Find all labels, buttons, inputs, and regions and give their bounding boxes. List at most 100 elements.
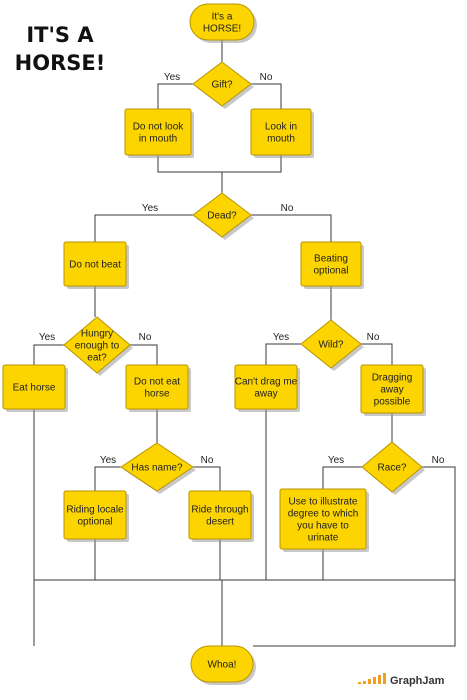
connector-line xyxy=(130,344,158,365)
graphjam-logo-text: GraphJam xyxy=(390,675,445,687)
title-line-1: IT'S A xyxy=(26,23,94,47)
node-label: Do not beat xyxy=(69,260,121,271)
branch-label-dead-no: No xyxy=(281,203,294,214)
node-label: Dead? xyxy=(207,211,237,222)
node-label: Hungry xyxy=(81,329,113,340)
node-label: mouth xyxy=(267,134,295,145)
branch-label-wild-yes: Yes xyxy=(273,332,289,343)
process-box xyxy=(250,108,312,156)
process-box xyxy=(234,364,298,410)
node-label: Eat horse xyxy=(13,383,56,394)
node-race: Race? xyxy=(361,441,425,495)
node-dead: Dead? xyxy=(192,192,254,240)
terminal-box xyxy=(190,645,254,683)
process-box xyxy=(300,241,362,287)
branch-label-hungry-yes: Yes xyxy=(39,332,55,343)
node-label: Race? xyxy=(378,463,407,474)
node-label: away xyxy=(254,389,277,400)
title-line-2: HORSE! xyxy=(15,51,106,75)
watermark-bar xyxy=(373,677,376,684)
connector-line xyxy=(422,466,456,580)
node-label: Use to illustrate xyxy=(289,497,358,508)
connector-line xyxy=(251,214,332,242)
process-box xyxy=(124,108,192,156)
node-label: away xyxy=(380,385,403,396)
watermark-bar xyxy=(363,681,366,684)
node-label: optional xyxy=(313,266,348,277)
watermark-bar xyxy=(368,679,371,684)
node-label: horse xyxy=(144,389,169,400)
branch-label-wild-no: No xyxy=(367,332,380,343)
connector-line xyxy=(94,214,193,242)
node-label: you have to xyxy=(297,521,349,532)
node-label: Dragging xyxy=(372,373,413,384)
decision-diamond xyxy=(300,319,362,369)
node-label: optional xyxy=(77,517,112,528)
process-box xyxy=(279,488,367,550)
connector-line xyxy=(157,83,193,109)
node-label: possible xyxy=(374,397,411,408)
branch-label-gift-yes: Yes xyxy=(164,72,180,83)
node-label: desert xyxy=(206,517,234,528)
process-box xyxy=(63,490,127,540)
watermark: GraphJam xyxy=(358,673,445,687)
connector-line xyxy=(265,343,301,365)
node-whoa: Whoa! xyxy=(190,645,256,685)
node-gift: Gift? xyxy=(192,61,254,109)
connector-line xyxy=(251,83,282,109)
diagram-title: IT'S A HORSE! xyxy=(15,23,106,75)
node-label: Beating xyxy=(314,254,348,265)
process-box xyxy=(63,241,127,287)
branch-label-race-no: No xyxy=(432,455,445,466)
process-box xyxy=(360,364,424,414)
branch-label-dead-yes: Yes xyxy=(142,203,158,214)
node-label: Do not eat xyxy=(134,377,180,388)
branch-label-race-yes: Yes xyxy=(328,455,344,466)
node-label: Can't drag me xyxy=(235,377,298,388)
node-label: Ride through xyxy=(191,505,248,516)
node-label: urinate xyxy=(308,533,339,544)
watermark-bar xyxy=(378,675,381,684)
process-box xyxy=(2,364,66,410)
node-label: Gift? xyxy=(211,80,233,91)
node-label: degree to which xyxy=(288,509,359,520)
connector-line xyxy=(322,466,362,489)
node-label: HORSE! xyxy=(203,24,241,35)
node-label: Look in xyxy=(265,122,297,133)
node-label: Wild? xyxy=(318,340,343,351)
process-box xyxy=(125,364,189,410)
connector-line xyxy=(193,466,221,491)
node-label: Whoa! xyxy=(208,660,237,671)
decision-diamond xyxy=(120,442,194,492)
branch-label-name-yes: Yes xyxy=(100,455,116,466)
node-label: eat? xyxy=(87,353,107,364)
branch-label-gift-no: No xyxy=(260,72,273,83)
connector-line xyxy=(157,155,282,173)
decision-diamond xyxy=(192,61,252,107)
branch-label-hungry-no: No xyxy=(139,332,152,343)
decision-diamond xyxy=(192,192,252,238)
graphjam-bars-icon xyxy=(358,673,386,684)
node-eat-horse: Eat horse xyxy=(2,364,68,412)
node-label: enough to xyxy=(75,341,120,352)
decision-diamond xyxy=(63,316,131,374)
node-has-name: Has name? xyxy=(120,442,196,494)
node-label: Has name? xyxy=(131,463,183,474)
connector-line xyxy=(94,466,121,491)
connector-lines xyxy=(33,40,456,647)
